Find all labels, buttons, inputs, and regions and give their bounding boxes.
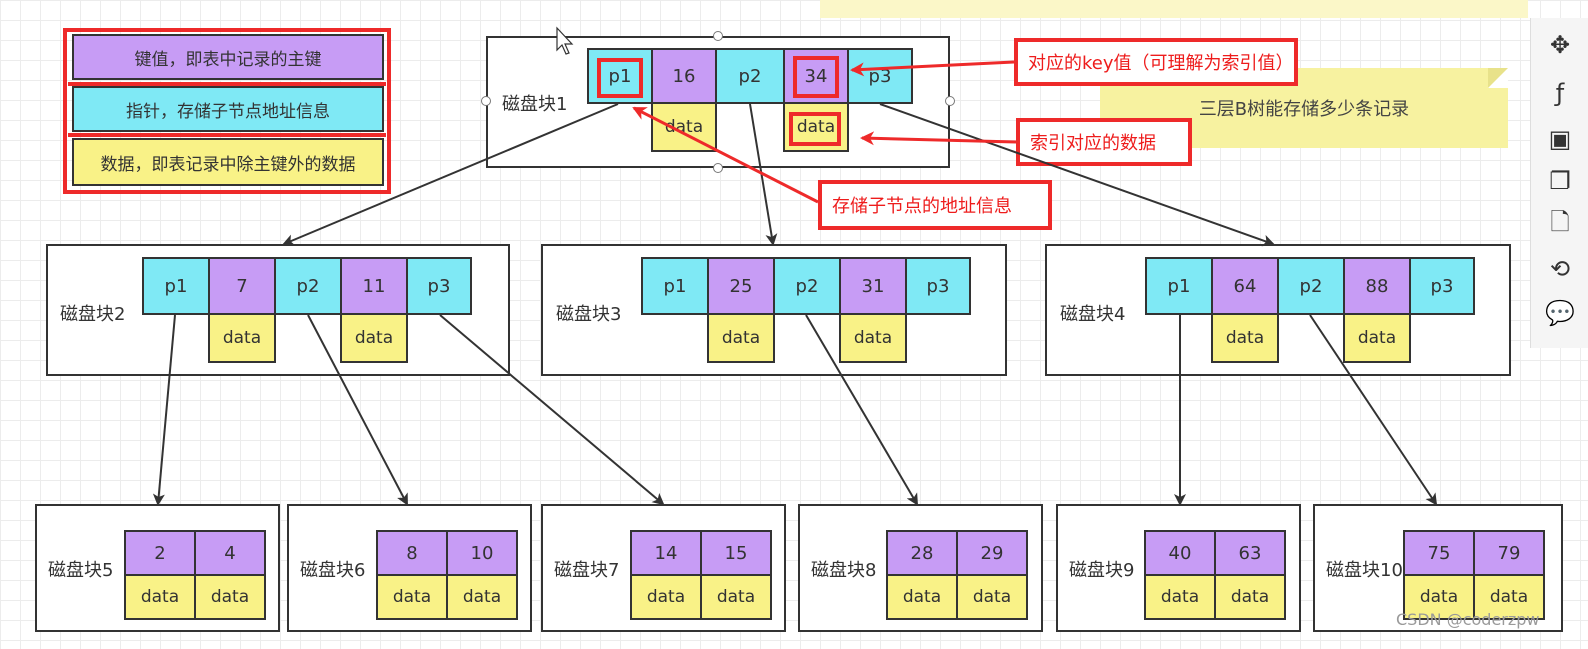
arrow-root-to-block4	[879, 103, 1275, 247]
comment-icon[interactable]: 💬	[1545, 299, 1575, 327]
legend-key: 键值，即表中记录的主键	[72, 34, 384, 80]
red-arrow-key	[850, 60, 1015, 77]
arrow-block2-to-block7	[439, 314, 665, 506]
leaf-data: data	[1144, 574, 1216, 620]
root-data: data	[651, 102, 717, 152]
sticky-note-fold	[1488, 68, 1508, 88]
leaf-data: data	[886, 574, 958, 620]
block4-data: data	[1343, 313, 1411, 363]
calendar-icon[interactable]: ▣	[1548, 125, 1572, 153]
top-note-strip	[820, 0, 1528, 18]
leaf-data: data	[446, 574, 518, 620]
legend-divider	[68, 82, 386, 86]
annotation-key[interactable]: 对应的key值（可理解为索引值）	[1014, 38, 1298, 86]
disk-block-7-label: 磁盘块7	[554, 560, 620, 581]
leaf-key: 4	[194, 530, 266, 576]
block4-cell-p3: p3	[1409, 257, 1475, 315]
disk-block-10-label: 磁盘块10	[1326, 560, 1403, 581]
legend-frame	[63, 28, 391, 194]
pages-icon[interactable]: ❐	[1549, 167, 1571, 195]
red-arrow-pointer	[632, 106, 819, 204]
disk-block-2-label: 磁盘块2	[60, 304, 126, 325]
legend-data: 数据，即表记录中除主键外的数据	[72, 138, 384, 186]
leaf-data: data	[194, 574, 266, 620]
arrow-block4-to-block10	[1309, 314, 1438, 506]
leaf-key: 2	[124, 530, 196, 576]
leaf-data: data	[1214, 574, 1286, 620]
block3-cell-p3: p3	[905, 257, 971, 315]
block4-cell-p1: p1	[1145, 257, 1213, 315]
arrow-block2-to-block6	[307, 314, 408, 506]
legend-divider	[68, 133, 386, 137]
resize-handle[interactable]	[945, 96, 955, 106]
disk-block-8-label: 磁盘块8	[811, 560, 877, 581]
right-toolbar: ✥ ƒ ▣ ❐ 🗋 ⟲ 💬	[1530, 18, 1588, 348]
arrow-block2-to-block5	[152, 314, 176, 506]
block3-cell-key: 31	[839, 257, 907, 315]
block2-cell-key: 7	[208, 257, 276, 315]
legend-pointer: 指针，存储子节点地址信息	[72, 86, 384, 132]
arrow-block3-to-block8	[805, 314, 919, 506]
function-icon[interactable]: ƒ	[1555, 79, 1565, 107]
leaf-key: 14	[630, 530, 702, 576]
resize-handle[interactable]	[713, 163, 723, 173]
watermark: CSDN @coderzpw	[1396, 610, 1540, 629]
disk-block-5-label: 磁盘块5	[48, 560, 114, 581]
block2-cell-p2: p2	[274, 257, 342, 315]
history-icon[interactable]: ⟲	[1549, 255, 1571, 283]
leaf-data: data	[124, 574, 196, 620]
block3-cell-p1: p1	[641, 257, 709, 315]
leaf-key: 8	[376, 530, 448, 576]
disk-block-3-label: 磁盘块3	[556, 304, 622, 325]
disk-block-4-label: 磁盘块4	[1060, 304, 1126, 325]
block3-data: data	[707, 313, 775, 363]
mouse-cursor-icon	[556, 26, 574, 55]
highlight-key-34	[793, 56, 839, 98]
leaf-data: data	[376, 574, 448, 620]
disk-block-9-label: 磁盘块9	[1069, 560, 1135, 581]
leaf-data: data	[1473, 574, 1545, 620]
block3-data: data	[839, 313, 907, 363]
leaf-data: data	[700, 574, 772, 620]
block2-data: data	[208, 313, 276, 363]
leaf-data: data	[956, 574, 1028, 620]
disk-block-6-label: 磁盘块6	[300, 560, 366, 581]
crosshair-icon[interactable]: ✥	[1549, 31, 1571, 59]
block4-data: data	[1211, 313, 1279, 363]
disk-block-1-label: 磁盘块1	[502, 94, 568, 115]
root-cell-p2: p2	[715, 48, 785, 104]
block4-cell-p2: p2	[1277, 257, 1345, 315]
leaf-key: 79	[1473, 530, 1545, 576]
page-icon[interactable]: 🗋	[1550, 207, 1570, 236]
block3-cell-p2: p2	[773, 257, 841, 315]
leaf-data: data	[1403, 574, 1475, 620]
annotation-pointer[interactable]: 存储子节点的地址信息	[818, 180, 1052, 230]
annotation-data[interactable]: 索引对应的数据	[1016, 118, 1192, 166]
block2-cell-p3: p3	[406, 257, 472, 315]
red-arrow-data	[860, 131, 1017, 146]
resize-handle[interactable]	[713, 31, 723, 41]
arrow-root-to-block2	[282, 103, 619, 246]
leaf-key: 15	[700, 530, 772, 576]
highlight-p1	[597, 58, 643, 98]
highlight-data	[789, 112, 841, 146]
resize-handle[interactable]	[481, 96, 491, 106]
leaf-key: 29	[956, 530, 1028, 576]
block2-data: data	[340, 313, 408, 363]
